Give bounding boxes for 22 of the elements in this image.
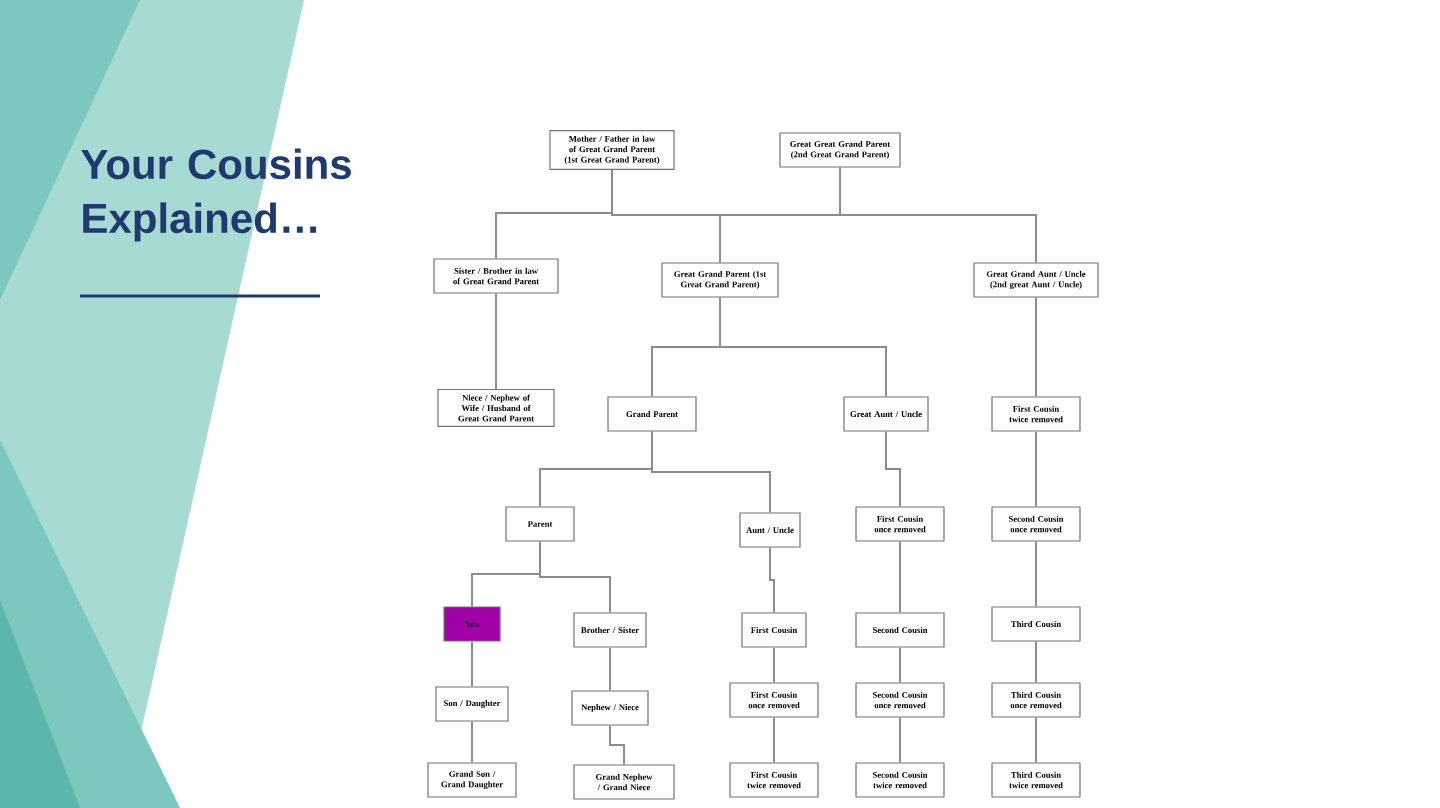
connector-line	[1035, 296, 1037, 398]
connector-line	[719, 296, 887, 398]
connector-line	[1035, 640, 1037, 684]
connector-line	[899, 716, 901, 764]
connector-line	[899, 540, 901, 614]
connector-line	[539, 540, 611, 614]
connector-line	[1035, 716, 1037, 764]
connector-line	[495, 292, 497, 390]
connector-line	[651, 430, 771, 514]
connector-line	[471, 720, 473, 764]
title: Your Cousins Explained…	[81, 148, 351, 242]
connector-line	[471, 640, 473, 688]
connector-line	[839, 166, 1037, 264]
connector-line	[1035, 540, 1037, 608]
connector-line	[769, 546, 775, 614]
connector-line	[773, 646, 775, 684]
connector-line	[1035, 430, 1037, 508]
connector-line	[609, 646, 611, 692]
connector-line	[773, 716, 775, 764]
connector-line	[899, 646, 901, 684]
connector-line	[885, 430, 901, 508]
connector-line	[609, 724, 625, 766]
